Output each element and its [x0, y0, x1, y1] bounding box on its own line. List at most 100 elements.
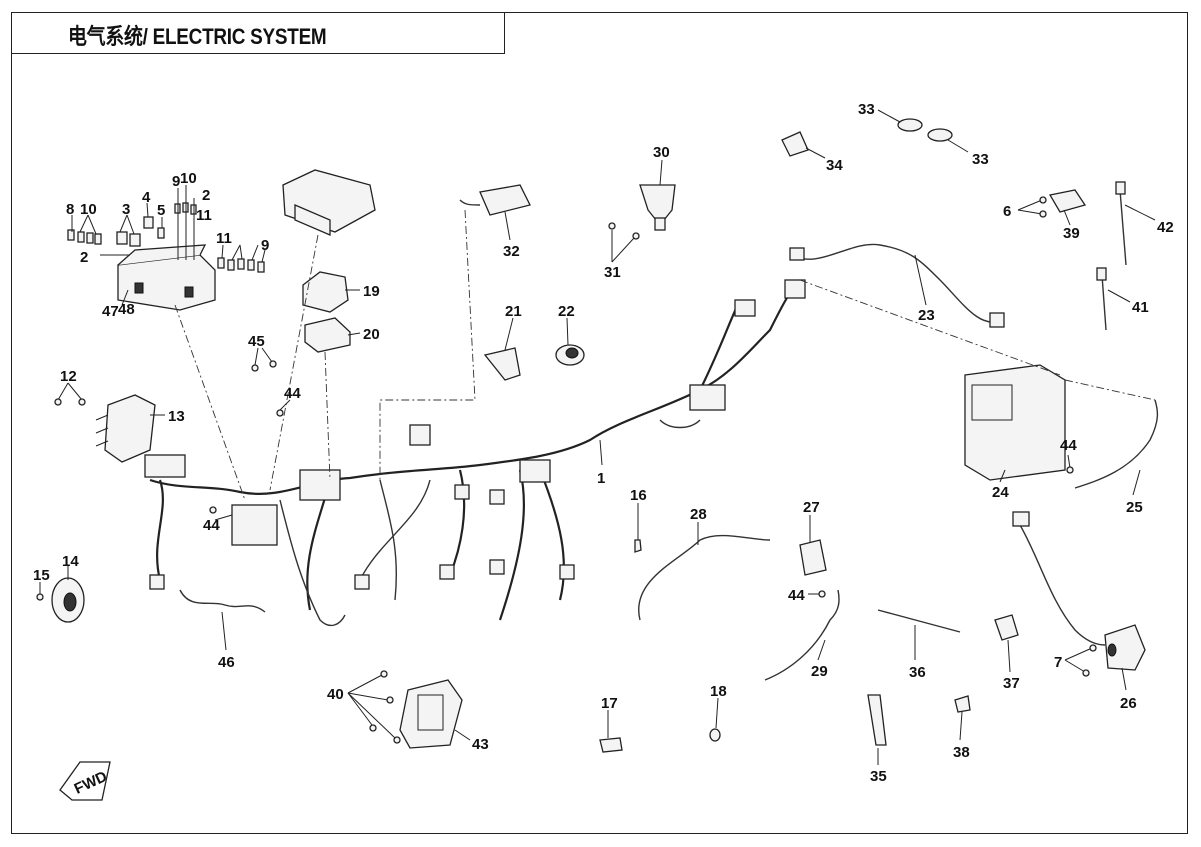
page-title: 电气系统/ ELECTRIC SYSTEM	[68, 24, 327, 49]
grommet-38[interactable]	[954, 695, 971, 713]
callout-10b: 10	[180, 170, 197, 187]
callout-7: 7	[1054, 654, 1062, 671]
callout-34: 34	[826, 157, 843, 174]
fwd-arrow-badge: FWD	[59, 761, 111, 801]
callout-33a: 33	[858, 101, 875, 118]
sub-harness-46[interactable]	[179, 589, 266, 613]
horn-bolt	[36, 593, 44, 601]
junction-block[interactable]	[231, 504, 278, 546]
callout-42: 42	[1157, 219, 1174, 236]
callout-3: 3	[122, 201, 130, 218]
callout-35: 35	[870, 768, 887, 785]
callout-48: 48	[118, 301, 135, 318]
connector-37[interactable]	[994, 614, 1019, 641]
voltage-regulator[interactable]	[95, 394, 156, 463]
callout-12: 12	[60, 368, 77, 385]
control-module-32[interactable]	[459, 184, 531, 216]
callout-11b: 11	[216, 230, 232, 247]
callout-29: 29	[811, 663, 828, 680]
bolt-31b	[632, 232, 640, 240]
callout-labels: 1 2 2 2 3 4 5 6 7 8 9 9 10 10 11 11 12 1…	[33, 101, 1174, 785]
switch-21[interactable]	[483, 347, 521, 381]
starter-motor[interactable]	[1104, 624, 1146, 671]
starter-relay-39[interactable]	[1048, 189, 1087, 213]
callout-25: 25	[1126, 499, 1143, 516]
assembly-line-32	[379, 209, 476, 480]
callout-14: 14	[62, 553, 79, 570]
callout-24: 24	[992, 484, 1009, 501]
callout-21: 21	[505, 303, 522, 320]
callout-2b: 2	[202, 187, 210, 204]
strap-36[interactable]	[877, 609, 961, 633]
callout-8: 8	[66, 201, 74, 218]
callout-44a: 44	[284, 385, 301, 402]
connector-34[interactable]	[781, 131, 809, 157]
callout-13: 13	[168, 408, 185, 425]
clip-33a[interactable]	[897, 118, 923, 132]
callout-44d: 44	[788, 587, 805, 604]
callout-6: 6	[1003, 203, 1011, 220]
sensor-wire-41[interactable]	[1101, 274, 1107, 331]
drawing-frame	[11, 12, 1188, 834]
callout-43: 43	[472, 736, 489, 753]
connector-cover-20[interactable]	[304, 317, 351, 353]
assembly-line-battery-cable	[1064, 379, 1156, 401]
fuse-box-cover[interactable]	[282, 169, 376, 236]
callout-19: 19	[363, 283, 380, 300]
sub-harness-23[interactable]	[789, 243, 1001, 323]
sensor-wire-42[interactable]	[1119, 189, 1127, 266]
callout-33b: 33	[972, 151, 989, 168]
sensor-41	[1096, 267, 1107, 281]
callout-41: 41	[1132, 299, 1149, 316]
callout-10a: 10	[80, 201, 97, 218]
callout-28: 28	[690, 506, 707, 523]
title-block	[11, 12, 505, 54]
callout-1: 1	[597, 470, 605, 487]
callout-18: 18	[710, 683, 727, 700]
relay-27[interactable]	[799, 539, 827, 576]
clip-18[interactable]	[709, 728, 721, 742]
connector-cover-19[interactable]	[302, 271, 349, 313]
tie-35[interactable]	[867, 694, 887, 746]
callout-40: 40	[327, 686, 344, 703]
callout-26: 26	[1120, 695, 1137, 712]
callout-2a: 2	[80, 249, 88, 266]
horn[interactable]	[51, 577, 85, 623]
callout-27: 27	[803, 499, 820, 516]
bolt-31a	[608, 222, 616, 230]
sensor-42	[1115, 181, 1126, 195]
callout-30: 30	[653, 144, 670, 161]
assembly-line-20	[324, 351, 331, 481]
callout-47: 47	[102, 303, 119, 320]
battery[interactable]	[964, 364, 1066, 481]
clip-33b[interactable]	[927, 128, 953, 142]
ground-cable-28[interactable]	[638, 534, 771, 621]
battery-cable-25[interactable]	[1074, 399, 1159, 489]
clip-17[interactable]	[599, 737, 623, 753]
callout-16: 16	[630, 487, 647, 504]
callout-37: 37	[1003, 675, 1020, 692]
starter-cable[interactable]	[1019, 524, 1106, 646]
callout-31: 31	[604, 264, 621, 281]
callout-15: 15	[33, 567, 50, 584]
callout-38: 38	[953, 744, 970, 761]
power-socket-22[interactable]	[555, 344, 585, 366]
clip-16[interactable]	[634, 539, 642, 553]
main-wiring-harness[interactable]	[144, 279, 806, 627]
ground-cable-29[interactable]	[764, 589, 840, 681]
callout-23: 23	[918, 307, 935, 324]
harness-23-connector-b	[989, 312, 1005, 328]
callout-44b: 44	[203, 517, 220, 534]
sensor-30[interactable]	[639, 184, 676, 231]
callout-32: 32	[503, 243, 520, 260]
callout-44c: 44	[1060, 437, 1077, 454]
assembly-line-battery	[799, 279, 1061, 376]
callout-46: 46	[218, 654, 235, 671]
callout-5: 5	[157, 202, 165, 219]
assembly-line-cover	[269, 234, 319, 491]
fuse-relay-box[interactable]	[117, 244, 216, 311]
ecu-43[interactable]	[399, 679, 463, 749]
callout-45: 45	[248, 333, 265, 350]
callout-17: 17	[601, 695, 618, 712]
